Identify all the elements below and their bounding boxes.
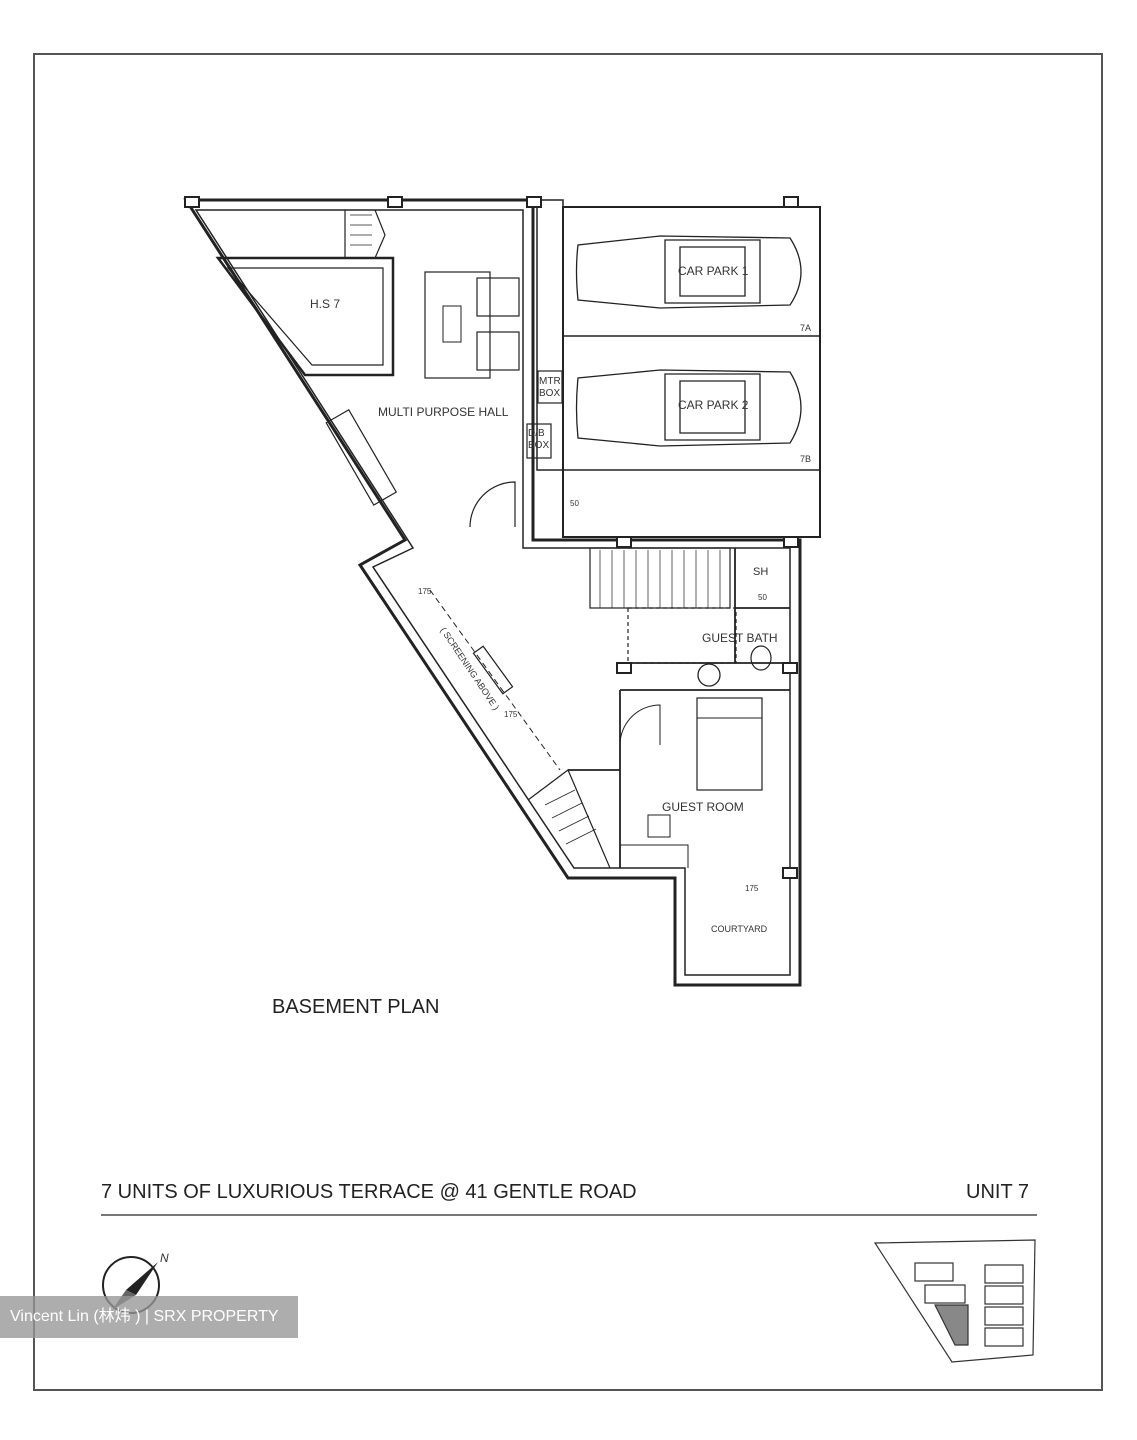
- guest-room-label: GUEST ROOM: [662, 800, 744, 814]
- dim-175-b: 175: [504, 710, 518, 719]
- outer-wall-inner: [194, 209, 791, 976]
- dim-175-a: 175: [418, 587, 432, 596]
- sh-label: SH: [753, 566, 768, 578]
- hall-table: [424, 271, 491, 379]
- unit-label: UNIT 7: [966, 1181, 1029, 1203]
- dim-50-a: 50: [570, 499, 579, 508]
- hall-label: MULTI PURPOSE HALL: [378, 405, 509, 419]
- db-box: [526, 423, 552, 459]
- car-2: [575, 369, 802, 447]
- hs-room: [215, 256, 395, 377]
- key-plan-icon: [873, 1239, 1036, 1363]
- db-box-label-2: BOX: [528, 440, 549, 451]
- watermark-banner: Vincent Lin (林炜 ) | SRX PROPERTY: [0, 1296, 298, 1338]
- title-divider: [101, 1214, 1037, 1216]
- courtyard-label: COURTYARD: [711, 924, 768, 934]
- north-label: N: [160, 1251, 169, 1265]
- plan-title: BASEMENT PLAN: [272, 996, 440, 1018]
- dim-175-c: 175: [745, 884, 759, 893]
- guest-bed: [696, 697, 763, 791]
- guest-bath-label: GUEST BATH: [702, 631, 778, 645]
- dim-50-b: 50: [758, 593, 767, 602]
- db-box-label-1: D/B: [528, 428, 545, 439]
- lot-7a-label: 7A: [800, 323, 811, 333]
- car-park-2-label: CAR PARK 2: [678, 398, 749, 412]
- project-title: 7 UNITS OF LUXURIOUS TERRACE @ 41 GENTLE…: [101, 1181, 637, 1203]
- mtr-box-label-1: MTR: [539, 376, 561, 387]
- hs-label: H.S 7: [310, 297, 340, 311]
- mtr-box-label-2: BOX: [539, 388, 560, 399]
- outer-wall: [183, 198, 802, 987]
- car-park-area: [562, 206, 821, 538]
- car-1: [575, 235, 802, 309]
- car-park-1-label: CAR PARK 1: [678, 264, 749, 278]
- lot-7b-label: 7B: [800, 454, 811, 464]
- drawing-sheet: [33, 53, 1103, 1391]
